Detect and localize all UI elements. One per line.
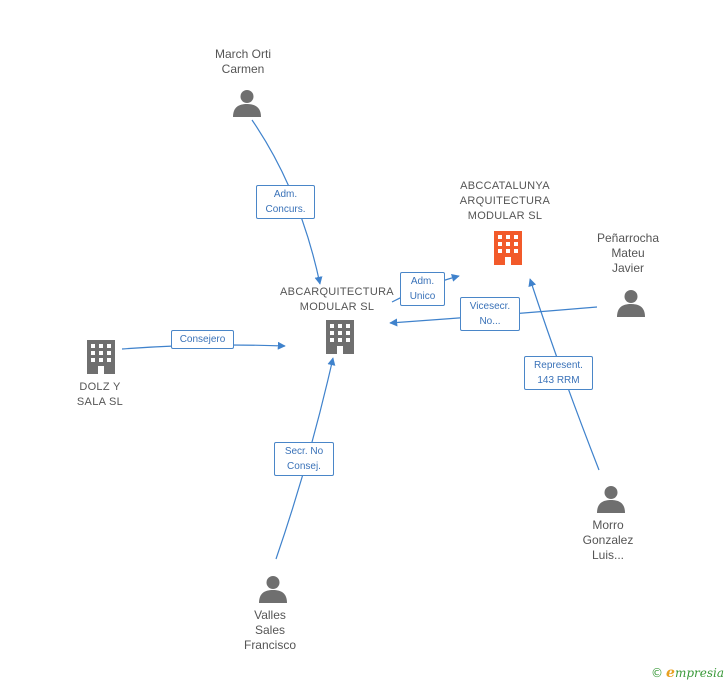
edge-label-represent[interactable]: Represent. 143 RRM: [524, 356, 593, 390]
edge-label-vicesecr[interactable]: Vicesecr. No...: [460, 297, 520, 331]
node-label-dolz[interactable]: DOLZ Y SALA SL: [76, 381, 124, 408]
brand-logo-text: mpresia: [674, 666, 724, 680]
node-label-valles[interactable]: Valles Sales Francisco: [243, 608, 296, 652]
node-label-march-orti[interactable]: March Orti Carmen: [214, 47, 271, 76]
copyright-symbol: ©: [651, 666, 664, 680]
node-label-morro[interactable]: Morro Gonzalez Luis...: [582, 518, 634, 562]
node-label-abccatalunya[interactable]: ABCCATALUNYA ARQUITECTURA MODULAR SL: [459, 180, 551, 222]
brand-logo-e: e: [666, 665, 675, 681]
building-icon-abccatalunya[interactable]: [492, 231, 524, 265]
edge-label-secr-no-consej[interactable]: Secr. No Consej.: [274, 442, 334, 476]
person-icon-morro[interactable]: [596, 484, 626, 514]
person-icon-penarrocha[interactable]: [616, 288, 646, 318]
edge-label-consejero[interactable]: Consejero: [171, 330, 234, 349]
person-icon-valles[interactable]: [258, 574, 288, 604]
edge-label-adm-concurs[interactable]: Adm. Concurs.: [256, 185, 315, 219]
edge-label-adm-unico[interactable]: Adm. Unico: [400, 272, 445, 306]
node-label-abcarquitectura[interactable]: ABCARQUITECTURA MODULAR SL: [280, 286, 394, 313]
node-label-penarrocha[interactable]: Peñarrocha Mateu Javier: [596, 231, 660, 275]
building-icon-abcarquitectura[interactable]: [324, 320, 356, 354]
empresia-watermark: ©empresia: [651, 665, 724, 681]
building-icon-dolz[interactable]: [85, 340, 117, 374]
person-icon-march-orti[interactable]: [232, 88, 262, 118]
